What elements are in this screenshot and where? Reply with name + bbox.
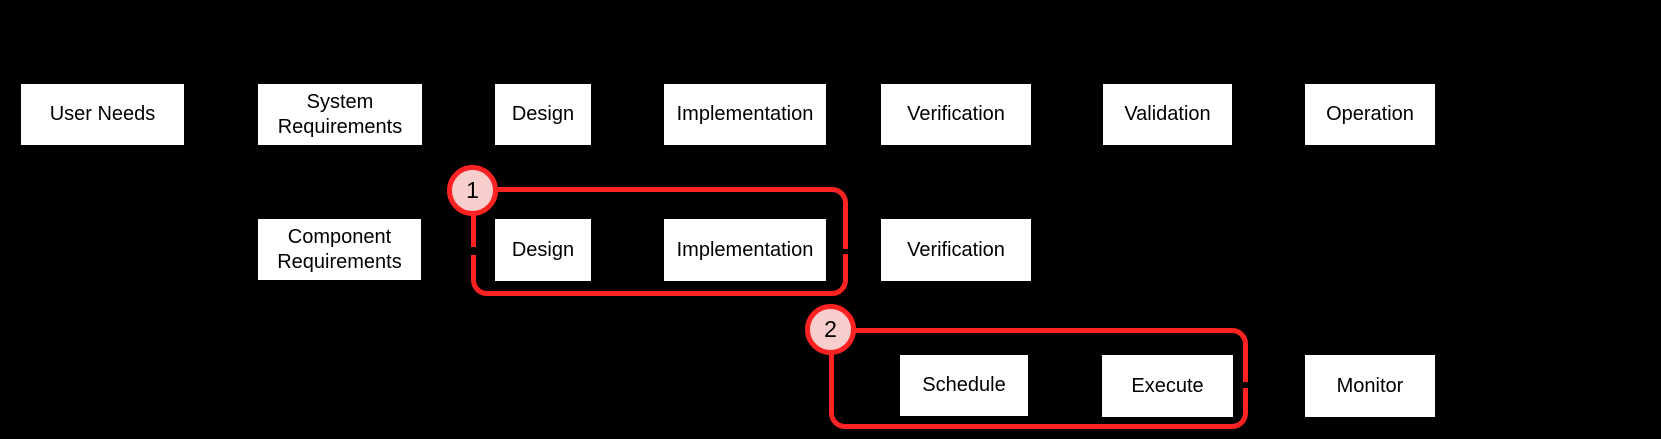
node-user-needs: User Needs [19,82,186,147]
arrow-crossing-mark [1242,382,1251,388]
group-2-number-label: 2 [824,316,837,342]
node-validation: Validation [1101,82,1234,147]
node-operation: Operation [1303,82,1437,147]
group-2-outline [829,328,1248,429]
node-implementation-mid: Implementation [662,217,828,283]
group-2-number-badge: 2 [805,304,856,355]
group-1-number-badge: 1 [447,165,498,216]
node-execute: Execute [1100,353,1235,419]
node-design-top: Design [493,82,593,147]
node-schedule: Schedule [898,353,1030,418]
arrow-crossing-mark [470,247,479,255]
node-component-requirements: Component Requirements [256,217,423,282]
node-implementation-top: Implementation [662,82,828,147]
node-verification-top: Verification [879,82,1033,147]
group-1-number-label: 1 [466,177,479,203]
node-monitor: Monitor [1303,353,1437,419]
node-design-mid: Design [493,217,593,283]
group-1-outline [471,187,848,296]
node-verification-mid: Verification [879,217,1033,283]
arrow-crossing-mark [842,249,850,254]
node-system-requirements: System Requirements [256,82,424,147]
